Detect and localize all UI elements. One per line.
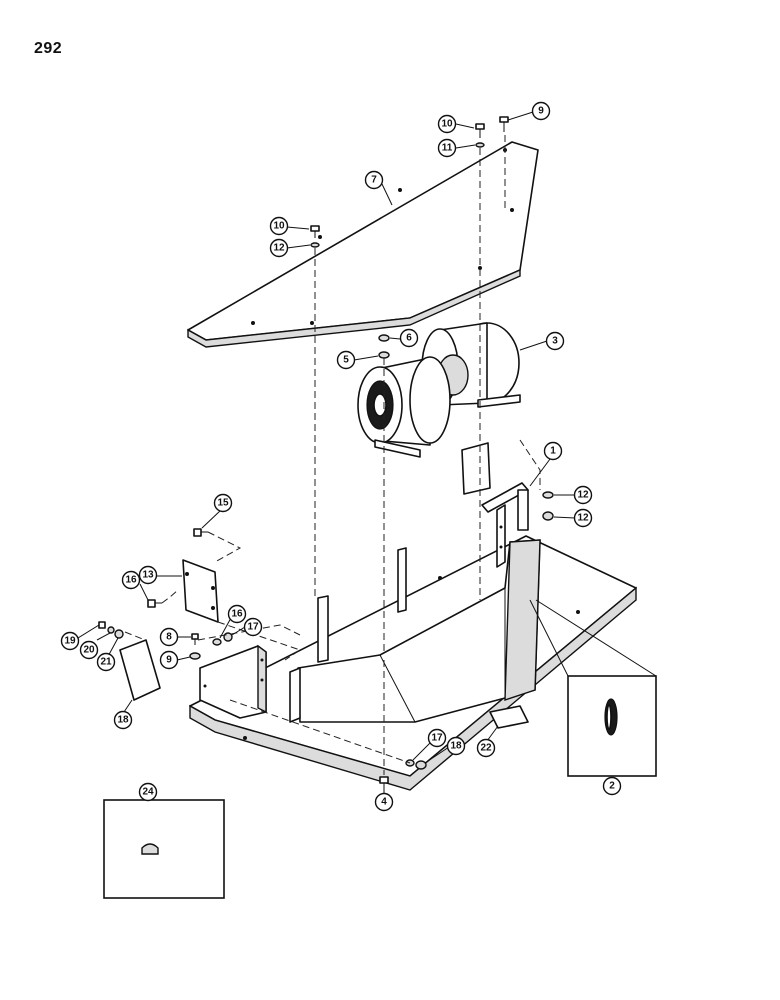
callout-17b: 17	[427, 728, 447, 748]
gasket-plate	[461, 442, 491, 495]
callout-13: 12	[573, 508, 593, 528]
air-duct	[297, 539, 541, 723]
callout-18b: 18	[446, 736, 466, 756]
support-post-left	[317, 595, 329, 663]
svg-text:12: 12	[577, 490, 589, 501]
callout-8: 8	[159, 627, 179, 647]
callout-2: 2	[602, 776, 622, 796]
callout-19: 18	[113, 710, 133, 730]
callout-12b: 12	[269, 238, 289, 258]
svg-text:18: 18	[450, 741, 462, 752]
svg-text:5: 5	[343, 355, 349, 366]
callout-10a: 9	[531, 101, 551, 121]
top-mounting-plate	[187, 141, 539, 348]
bracket-left-lower	[199, 644, 267, 719]
svg-text:9: 9	[538, 106, 544, 117]
callout-bubbles: 9 10 11 7 10 12 6 3 5 1 12 12 15 13 16 1…	[60, 101, 622, 812]
duct-flange-left	[289, 667, 301, 723]
cover-plate	[119, 639, 161, 701]
callout-6: 6	[399, 328, 419, 348]
svg-text:2: 2	[609, 781, 615, 792]
svg-text:12: 12	[273, 243, 285, 254]
svg-text:19: 19	[64, 636, 76, 647]
callout-16b: 16	[121, 570, 141, 590]
callout-20: 19	[60, 631, 80, 651]
blower-assembly	[357, 322, 521, 458]
svg-text:10: 10	[441, 119, 453, 130]
callout-15: 13	[138, 565, 158, 585]
svg-text:11: 11	[442, 143, 453, 154]
decal	[489, 705, 529, 729]
svg-text:17: 17	[247, 622, 259, 633]
svg-text:7: 7	[371, 175, 377, 186]
svg-text:12: 12	[577, 513, 589, 524]
callout-21: 20	[79, 640, 99, 660]
assembly-lines	[124, 135, 541, 775]
svg-text:16: 16	[125, 575, 137, 586]
svg-text:3: 3	[552, 336, 558, 347]
svg-text:4: 4	[381, 797, 387, 808]
svg-text:24: 24	[142, 787, 154, 798]
callout-4: 4	[374, 792, 394, 812]
plug-inset	[103, 799, 225, 899]
bracket-right	[481, 482, 529, 568]
svg-text:8: 8	[166, 632, 172, 643]
callout-1: 1	[543, 441, 563, 461]
svg-text:16: 16	[231, 609, 243, 620]
callout-18a: 17	[243, 617, 263, 637]
callout-11: 10	[437, 114, 457, 134]
callout-10b: 10	[269, 216, 289, 236]
callout-12a: 11	[437, 138, 457, 158]
bracket-left-upper	[182, 559, 219, 623]
page-number: 292	[34, 40, 63, 57]
callout-16a: 15	[213, 493, 233, 513]
svg-text:10: 10	[273, 221, 285, 232]
svg-text:15: 15	[217, 498, 229, 509]
svg-text:22: 22	[480, 743, 492, 754]
callout-3: 3	[545, 331, 565, 351]
svg-text:1: 1	[550, 446, 556, 457]
svg-text:17: 17	[431, 733, 443, 744]
grommet-inset	[529, 599, 657, 777]
support-post-center	[397, 547, 407, 613]
callout-17a: 16	[227, 604, 247, 624]
callout-22: 21	[96, 652, 116, 672]
callout-12c: 12	[573, 485, 593, 505]
callout-23: 22	[476, 738, 496, 758]
svg-text:21: 21	[100, 657, 112, 668]
callout-24: 24	[138, 782, 158, 802]
callout-9: 9	[159, 650, 179, 670]
callout-7: 7	[364, 170, 384, 190]
svg-text:6: 6	[406, 333, 412, 344]
callout-5: 5	[336, 350, 356, 370]
svg-text:18: 18	[117, 715, 129, 726]
svg-text:20: 20	[83, 645, 95, 656]
svg-text:13: 13	[142, 570, 154, 581]
svg-text:9: 9	[166, 655, 172, 666]
